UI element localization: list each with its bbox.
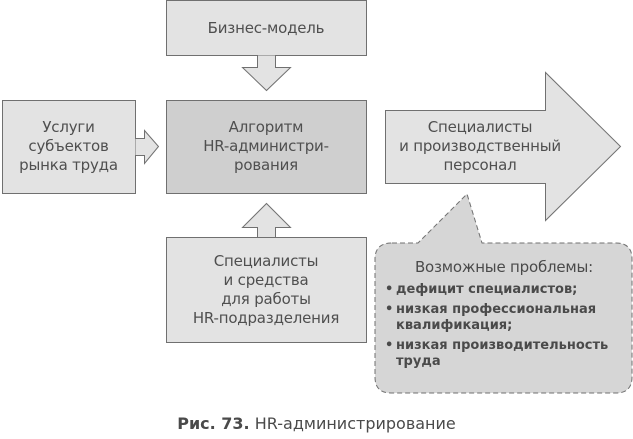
hr-staff-line: и средства <box>223 270 309 289</box>
problem-item: низкая производительность труда <box>384 338 624 370</box>
output-line: Специалисты <box>427 118 533 136</box>
algorithm-line: HR-администри- <box>203 137 329 155</box>
arrow-up-icon <box>241 202 292 238</box>
problem-item: дефицит специалистов; <box>384 282 624 298</box>
output-arrow-icon <box>385 71 622 222</box>
figure-caption: Рис. 73. HR-администрирование <box>0 414 633 433</box>
labor-market-line: субъектов <box>28 137 109 155</box>
algorithm-box <box>166 100 367 194</box>
caption-text: HR-администрирование <box>254 414 456 433</box>
business-model-line: Бизнес-модель <box>207 18 325 37</box>
output-line: и производственный <box>399 137 561 155</box>
algorithm-line: рования <box>234 156 298 174</box>
algorithm-label: Алгоритм HR-администри- рования <box>166 100 366 193</box>
labor-market-line: рынка труда <box>19 156 118 174</box>
problem-line: низкая производительность <box>396 338 609 353</box>
arrow-down-icon <box>241 55 292 92</box>
callout-title: Возможные проблемы: <box>414 258 594 276</box>
hr-staff-label: Специалисты и средства для работы HR-под… <box>166 237 366 342</box>
output-line: персонал <box>443 156 517 174</box>
hr-staff-line: HR-подразделения <box>192 308 340 327</box>
hr-staff-line: Специалисты <box>213 251 319 270</box>
labor-market-line: Услуги <box>42 118 95 136</box>
arrow-right-icon <box>135 129 160 165</box>
caption-prefix: Рис. 73. <box>177 414 250 433</box>
problem-line: низкая профессиональная <box>396 302 597 317</box>
problems-list: дефицит специалистов; низкая профессиона… <box>384 282 624 370</box>
business-model-label: Бизнес-модель <box>166 0 366 56</box>
problems-callout: Возможные проблемы: дефицит специалистов… <box>384 258 624 374</box>
problem-line: квалификация; <box>396 318 513 333</box>
problem-item: низкая профессиональная квалификация; <box>384 302 624 334</box>
problem-line: дефицит специалистов; <box>396 282 578 297</box>
hr-staff-line: для работы <box>221 289 311 308</box>
algorithm-line: Алгоритм <box>228 118 304 136</box>
problem-line: труда <box>396 354 441 369</box>
output-label: Специалисты и производственный персонал <box>385 110 575 183</box>
labor-market-label: Услуги субъектов рынка труда <box>2 100 135 193</box>
hr-staff-box <box>166 237 367 343</box>
business-model-box <box>166 0 367 56</box>
